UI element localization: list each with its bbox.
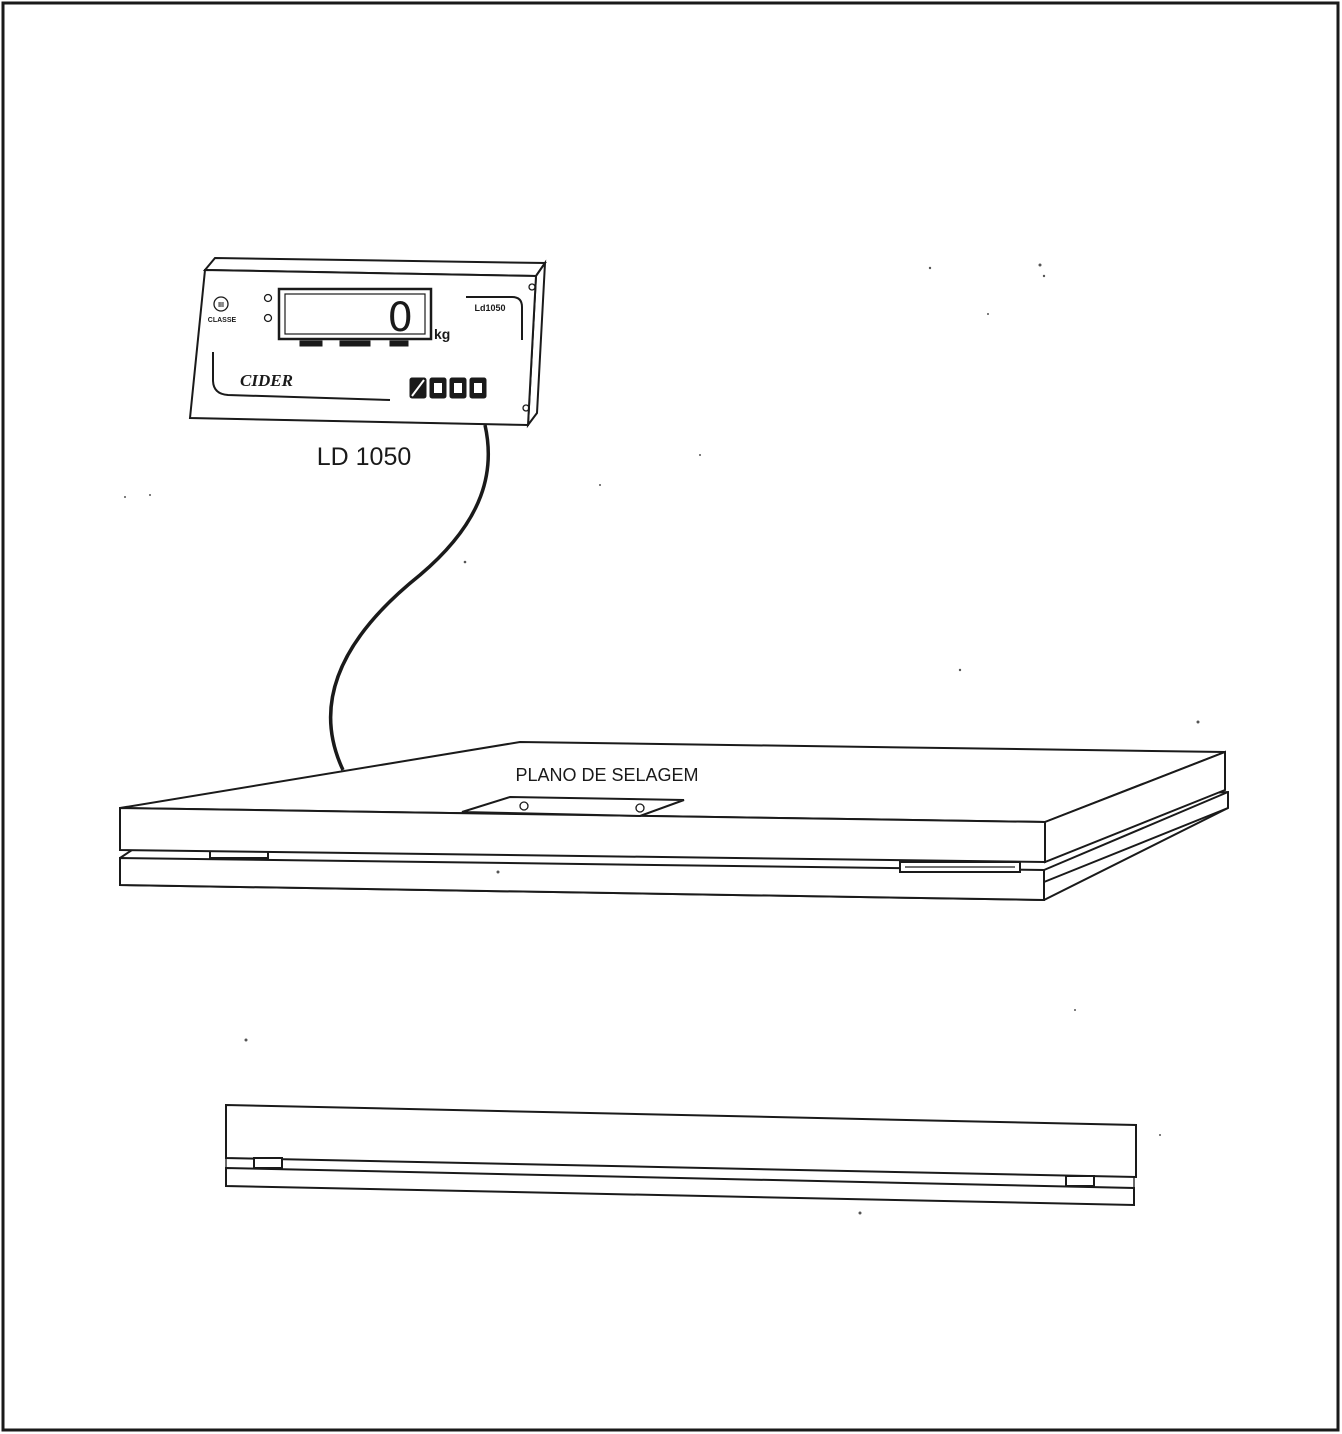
display-bezel	[277, 287, 433, 341]
indicator-keypad	[409, 377, 487, 399]
display-unit: kg	[434, 326, 450, 342]
indicator-front-face	[188, 268, 538, 427]
status-lamp-top	[263, 293, 273, 303]
brand-logo: CIDER	[240, 371, 293, 390]
sealing-plane-label: PLANO DE SELAGEM	[515, 765, 698, 785]
scan-noise	[124, 263, 1200, 1215]
platform-top-side	[1044, 750, 1226, 864]
class-badge-icon	[213, 296, 229, 312]
status-lamp-bottom	[263, 313, 273, 323]
platform-perspective: PLANO DE SELAGEM	[119, 740, 1229, 902]
connection-cable	[328, 424, 491, 771]
side-view-foot-right	[1065, 1175, 1095, 1187]
indicator-caption: LD 1050	[317, 443, 412, 471]
weight-indicator: III CLASSE 0 kg Ld1050 CIDER	[188, 256, 547, 429]
display-window	[284, 293, 426, 335]
class-label: CLASSE	[208, 317, 237, 324]
class-badge-text: III	[218, 302, 224, 309]
platform-side-view	[225, 1103, 1137, 1207]
display-reading: 0	[388, 295, 413, 341]
sealing-plate	[461, 795, 685, 818]
side-view-foot-left	[253, 1157, 283, 1169]
side-view-base-plate	[225, 1166, 1135, 1207]
model-plate: Ld1050	[474, 303, 505, 313]
side-view-top-plate	[225, 1103, 1137, 1179]
